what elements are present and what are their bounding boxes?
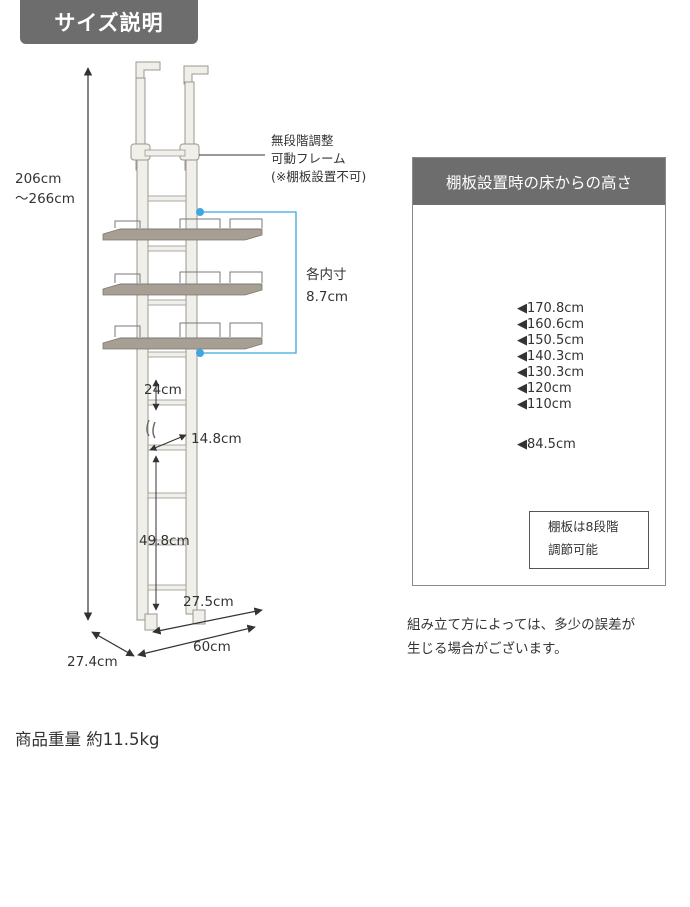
height-label: ◀140.3cm (517, 349, 585, 364)
frame-note: 無段階調整 可動フレーム (※棚板設置不可) (271, 133, 367, 185)
shelf-spacing-label: 各内寸 8.7cm (306, 267, 349, 305)
shelf-bottom (102, 322, 263, 350)
product-weight: 商品重量 約11.5kg (15, 730, 160, 749)
shelf-middle (102, 271, 263, 296)
dimension-14-8cm: 14.8cm (191, 431, 242, 447)
adjustable-note: 棚板は8段階 調節可能 (529, 511, 649, 569)
frame-rungs (147, 195, 187, 591)
shelf-spacing-bracket (200, 211, 297, 354)
top-cap-right (183, 65, 209, 85)
height-label: ◀130.3cm (517, 365, 585, 380)
height-label: ◀110cm (517, 397, 572, 412)
height-label: ◀84.5cm (517, 437, 576, 452)
panel-title: 棚板設置時の床からの高さ (413, 158, 665, 205)
overall-height-max: ～266cm (15, 191, 75, 207)
shelf-height-panel: 棚板設置時の床からの高さ ◀170.8cm ◀160.6cm ◀150.5cm … (412, 157, 666, 586)
height-label: ◀120cm (517, 381, 572, 396)
overall-height-min: 206cm (15, 171, 62, 187)
shelf-top (102, 218, 263, 241)
dimension-27-5cm: 27.5cm (183, 594, 234, 610)
side-rail-left (136, 159, 149, 621)
height-label: ◀150.5cm (517, 333, 585, 348)
foot-left (144, 613, 158, 631)
assembly-error-note: 組み立て方によっては、多少の誤差が 生じる場合がございます。 (407, 617, 636, 657)
page-title: サイズ説明 (20, 0, 198, 44)
height-label: ◀170.8cm (517, 301, 585, 316)
height-label: ◀160.6cm (517, 317, 585, 332)
dimension-60cm: 60cm (193, 639, 231, 655)
dimension-49-8cm: 49.8cm (139, 533, 190, 549)
top-cap-left (135, 61, 161, 81)
dimension-24cm: 24cm (144, 382, 182, 398)
dimension-27-4cm: 27.4cm (67, 654, 118, 670)
